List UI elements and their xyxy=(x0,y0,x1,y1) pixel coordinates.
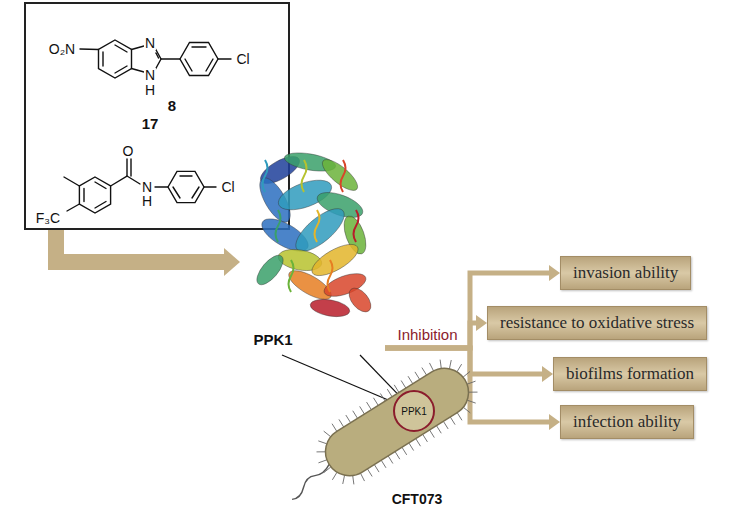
compound-number: 17 xyxy=(142,116,159,133)
cilium xyxy=(353,411,358,419)
protein-coil xyxy=(302,160,307,192)
effect-label: resistance to oxidative stress xyxy=(500,313,694,332)
protein-figure: PPK1 xyxy=(240,140,385,355)
connector xyxy=(360,355,399,396)
cilium xyxy=(360,406,365,414)
protein-structure xyxy=(240,140,385,330)
cilium xyxy=(374,464,379,472)
protein-helix xyxy=(309,297,351,320)
arrow-head xyxy=(476,315,487,331)
cilium xyxy=(373,398,378,406)
atom-label: H xyxy=(144,83,156,97)
cilium xyxy=(429,363,434,371)
cilium xyxy=(339,419,344,427)
atom-label: H xyxy=(141,194,153,208)
cilium xyxy=(360,473,365,481)
atom-label: O xyxy=(122,144,135,158)
compound-number: 8 xyxy=(168,98,176,115)
cilium xyxy=(423,434,428,442)
cilium xyxy=(415,372,420,380)
cilium xyxy=(468,388,477,396)
cilium xyxy=(446,360,455,369)
cilium xyxy=(367,402,372,410)
thick-arrow xyxy=(56,230,225,262)
protein-coil xyxy=(315,210,320,242)
cilium xyxy=(323,467,331,473)
cilium xyxy=(416,439,421,447)
cilium xyxy=(346,415,351,423)
cilium xyxy=(380,393,385,401)
inhibition-arrow xyxy=(385,348,543,374)
cilium xyxy=(408,376,413,384)
effect-label: invasion ability xyxy=(573,263,678,282)
protein-coil xyxy=(341,160,346,192)
cilium xyxy=(409,443,414,451)
cilium xyxy=(388,456,393,464)
effect-box: invasion ability xyxy=(560,256,691,290)
protein-coil xyxy=(354,210,359,242)
cilium xyxy=(422,368,427,376)
atom-label: N xyxy=(144,36,156,50)
cilium xyxy=(462,371,470,377)
cilium xyxy=(395,452,400,460)
cilium xyxy=(381,460,386,468)
edge-label: Inhibition xyxy=(395,326,459,343)
leader-line xyxy=(282,355,395,403)
cilium xyxy=(394,385,399,393)
cilium xyxy=(467,380,475,386)
arrow-head xyxy=(542,366,553,382)
atom-label: N xyxy=(141,180,153,194)
protein-coil xyxy=(263,160,268,192)
connector xyxy=(56,230,240,276)
leader-line xyxy=(360,355,399,396)
cilium xyxy=(450,417,455,425)
arrow-head xyxy=(549,414,560,430)
target-circle: PPK1 xyxy=(393,390,435,432)
compound-panel: 8 17 xyxy=(24,2,290,230)
protein-coil xyxy=(289,260,294,292)
cilium xyxy=(430,430,435,438)
cilium xyxy=(318,458,326,464)
protein-coil xyxy=(276,210,281,242)
cilium xyxy=(457,413,462,421)
cilium xyxy=(317,448,326,456)
node-label: CFT073 xyxy=(392,492,443,507)
protein-helix xyxy=(252,251,287,289)
node-label: PPK1 xyxy=(253,332,292,349)
cilium xyxy=(339,475,348,484)
connector xyxy=(385,315,487,348)
protein-coil xyxy=(328,260,333,292)
arrow-head xyxy=(549,265,560,281)
atom-label: Cl xyxy=(220,180,235,194)
cilium xyxy=(350,475,357,484)
atom-label: Cl xyxy=(235,52,250,66)
atom-label: N xyxy=(144,68,156,82)
effect-label: biofilms formation xyxy=(566,364,694,383)
atom-label: F₃C xyxy=(35,211,61,225)
bacterium-body xyxy=(269,347,489,519)
protein-helix xyxy=(345,284,375,316)
cilium xyxy=(437,360,444,369)
cell-wall xyxy=(316,359,477,484)
cilium xyxy=(332,424,337,432)
effect-box: biofilms formation xyxy=(553,357,707,391)
effect-label: infection ability xyxy=(573,412,681,431)
cilium xyxy=(387,389,392,397)
node-label: PPK1 xyxy=(401,406,427,417)
atom-label: O₂N xyxy=(48,42,76,56)
effect-box: resistance to oxidative stress xyxy=(487,306,707,340)
cilium xyxy=(367,469,372,477)
arrow-head xyxy=(224,248,240,276)
inhibition-arrow xyxy=(385,323,477,348)
cilium xyxy=(402,447,407,455)
cilium xyxy=(436,426,441,434)
connector xyxy=(282,355,395,403)
bacterium: CFT073 PPK1 xyxy=(305,360,490,510)
cilium xyxy=(443,421,448,429)
bacterium-cell xyxy=(305,360,490,510)
cilium xyxy=(401,381,406,389)
flagellum xyxy=(287,464,335,500)
effect-box: infection ability xyxy=(560,405,694,439)
